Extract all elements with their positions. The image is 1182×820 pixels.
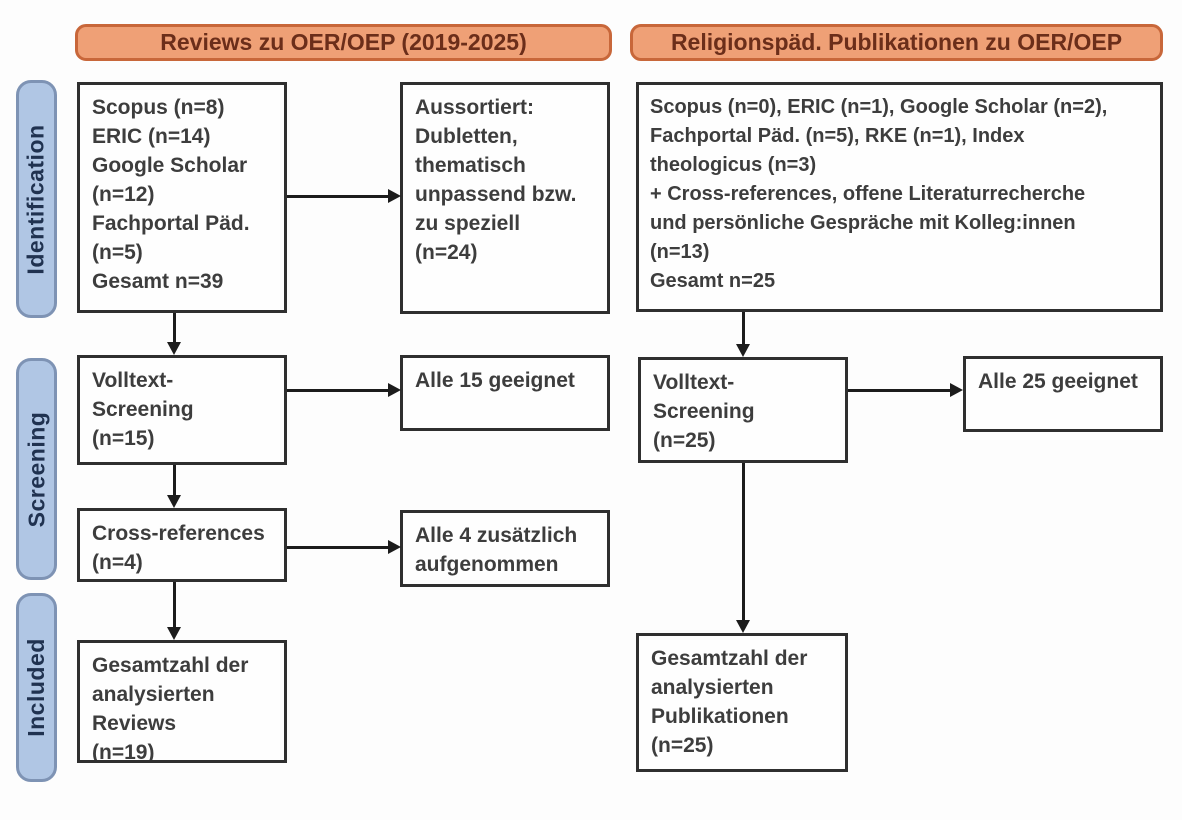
stage-pill-identification: Identification	[16, 80, 57, 318]
box-right-fulltext-screening: Volltext- Screening (n=25)	[638, 357, 848, 463]
box-right-total-included: Gesamtzahl der analysierten Publikatione…	[636, 633, 848, 772]
column-header-reviews: Reviews zu OER/OEP (2019-2025)	[75, 24, 612, 61]
box-left-excluded: Aussortiert: Dubletten, thematisch unpas…	[400, 82, 610, 314]
column-header-religionspaed: Religionspäd. Publikationen zu OER/OEP	[630, 24, 1163, 61]
box-left-cross-references: Cross-references (n=4)	[77, 508, 287, 582]
box-left-identification-sources: Scopus (n=8) ERIC (n=14) Google Scholar …	[77, 82, 287, 313]
stage-pill-screening: Screening	[16, 358, 57, 580]
stage-label-identification: Identification	[23, 123, 49, 275]
box-left-total-included: Gesamtzahl der analysierten Reviews (n=1…	[77, 640, 287, 763]
box-right-all-eligible: Alle 25 geeignet	[963, 356, 1163, 432]
stage-label-included: Included	[23, 638, 49, 737]
box-left-fulltext-screening: Volltext- Screening (n=15)	[77, 355, 287, 465]
box-left-additionally-included: Alle 4 zusätzlich aufgenommen	[400, 510, 610, 587]
stage-pill-included: Included	[16, 593, 57, 782]
stage-label-screening: Screening	[23, 411, 49, 527]
box-left-all-eligible: Alle 15 geeignet	[400, 355, 610, 431]
box-right-identification-sources: Scopus (n=0), ERIC (n=1), Google Scholar…	[636, 82, 1163, 312]
